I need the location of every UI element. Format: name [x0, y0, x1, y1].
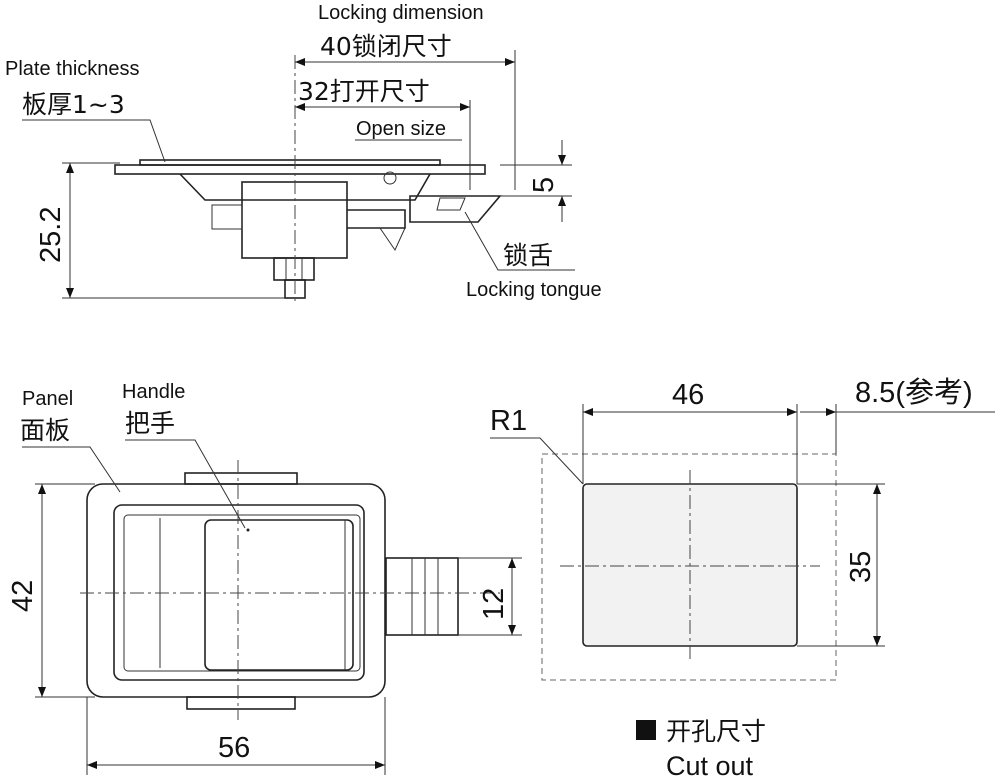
- tongue-slot: [347, 209, 406, 229]
- legend-square-icon: [636, 720, 656, 740]
- locking-dimension-label: Locking dimension: [318, 2, 484, 24]
- handle: [204, 519, 354, 671]
- locking-tongue-cn: 锁舌: [503, 241, 553, 270]
- locking-tongue: [409, 195, 502, 223]
- legend-label: Cut out: [666, 751, 754, 781]
- top-tab: [184, 472, 298, 485]
- tongue-width-dim-12: 12: [478, 588, 510, 620]
- panel-cn: 面板: [20, 416, 70, 445]
- plate-thickness-value: 板厚1~3: [22, 90, 125, 119]
- width-dim-56: 56: [218, 732, 250, 764]
- cutout-view: R1 46 8.5(参考) 35 开孔尺寸 Cut out: [490, 376, 995, 781]
- panel-plate: [114, 164, 486, 175]
- tongue-body: [385, 557, 459, 636]
- panel-label: Panel: [22, 388, 73, 410]
- height-dim-25: 25.2: [35, 207, 67, 263]
- handle-flange: [139, 159, 441, 166]
- tongue-dim-5: 5: [528, 177, 560, 193]
- plate-thickness-label: Plate thickness: [5, 58, 140, 80]
- front-view: Panel 面板 Handle 把手 42 56 12: [7, 381, 522, 775]
- legend-cn: 开孔尺寸: [666, 717, 766, 746]
- bottom-tab: [186, 696, 296, 710]
- handle-label: Handle: [122, 381, 185, 403]
- cutout-height-35: 35: [845, 551, 877, 583]
- spring-clip: [379, 227, 406, 252]
- cutout-width-46: 46: [672, 379, 704, 411]
- locking-tongue-label: Locking tongue: [466, 279, 602, 301]
- housing: [179, 173, 431, 201]
- radius-label: R1: [490, 405, 527, 437]
- locking-dimension-value: 40锁闭尺寸: [320, 32, 452, 61]
- lock-side: [211, 204, 243, 230]
- open-size-label: Open size: [356, 118, 446, 140]
- open-size-value: 32打开尺寸: [298, 77, 430, 106]
- panel-outer: [86, 483, 386, 698]
- rivet-icon: [383, 171, 397, 185]
- height-dim-42: 42: [7, 580, 39, 612]
- reference-dim: 8.5(参考): [855, 376, 973, 409]
- handle-cn: 把手: [125, 409, 175, 438]
- side-view: Locking dimension 40锁闭尺寸 32打开尺寸 Open siz…: [5, 2, 602, 305]
- nut: [273, 257, 315, 281]
